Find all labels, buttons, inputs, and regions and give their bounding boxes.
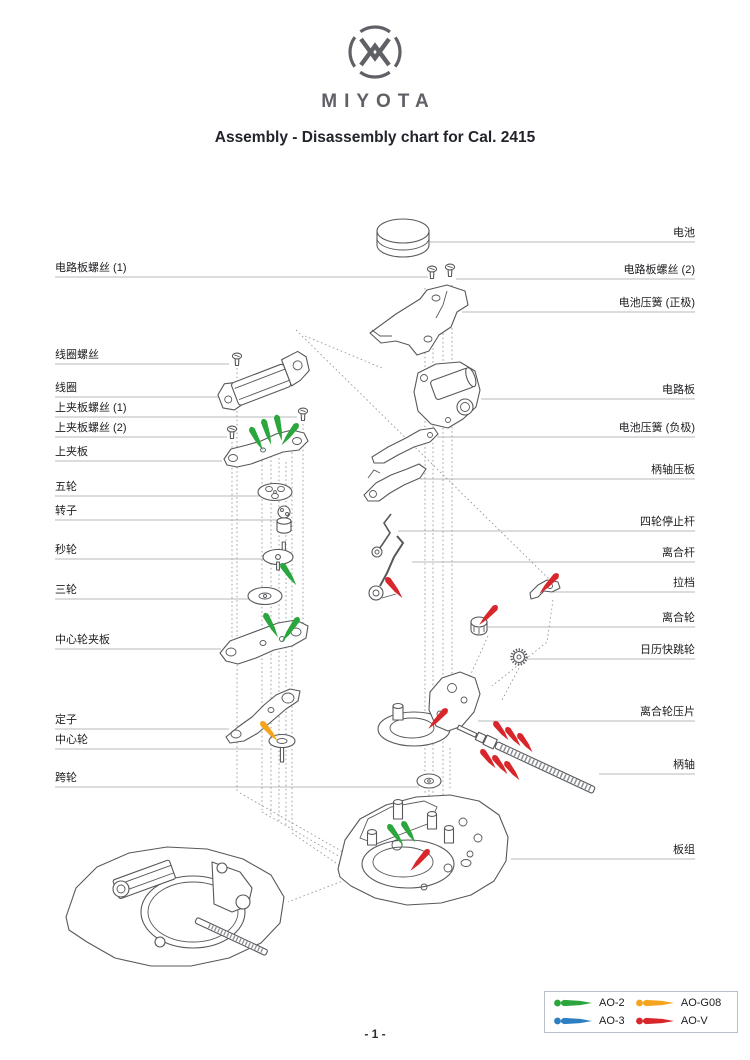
legend-item: AO-3	[553, 1015, 635, 1027]
circuit-board-screw-1	[426, 265, 438, 280]
upper-plate-screw-1	[297, 407, 309, 422]
part-label: 五轮	[55, 481, 77, 493]
part-label: 线圈	[55, 382, 77, 394]
oil-arrow-ao-v	[385, 577, 403, 599]
coil-screw	[231, 352, 243, 367]
part-label: 跨轮	[55, 772, 77, 784]
oil-arrow-ao-2	[261, 418, 272, 445]
legend-item: AO-V	[635, 1015, 729, 1027]
part-label: 电池压簧 (正极)	[618, 297, 695, 309]
oil-arrows	[249, 414, 559, 872]
part-label: 离合轮	[662, 612, 695, 624]
circuit-board-screw-2	[444, 263, 456, 278]
legend-item: AO-G08	[635, 997, 729, 1009]
part-stem	[456, 724, 596, 794]
part-label: 定子	[55, 714, 77, 726]
legend-label: AO-3	[599, 1015, 625, 1027]
part-clutch-press-assembly	[377, 671, 481, 747]
oil-arrow-ao-2	[281, 423, 299, 446]
part-battery-spring-positive	[369, 284, 469, 356]
part-label: 上夹板	[55, 446, 88, 458]
part-label: 电路板螺丝 (1)	[55, 262, 127, 274]
part-clutch-lever	[368, 535, 405, 601]
part-calendar-jumper-wheel	[510, 648, 528, 666]
part-label: 电池	[673, 227, 695, 239]
part-label: 离合轮压片	[640, 706, 695, 718]
part-rotor	[276, 505, 292, 534]
oil-arrow-ao-2	[280, 563, 297, 586]
part-label: 上夹板螺丝 (1)	[55, 402, 127, 414]
part-main-plate	[337, 794, 509, 906]
part-stem-pressure-plate	[363, 463, 427, 502]
oil-arrow-ao-v	[492, 755, 508, 775]
oil-arrow-ao-v	[539, 573, 559, 594]
part-label: 柄轴	[673, 759, 695, 771]
part-fifth-wheel	[257, 482, 293, 502]
part-minute-wheel	[416, 773, 442, 789]
brand-name: MIYOTA	[321, 91, 436, 112]
legend-item: AO-2	[553, 997, 635, 1009]
part-label: 日历快跳轮	[640, 644, 695, 656]
part-label: 柄轴压板	[651, 464, 695, 476]
part-label: 上夹板螺丝 (2)	[55, 422, 127, 434]
part-battery-spring-negative	[371, 427, 439, 464]
oil-arrow-ao-g08	[260, 721, 278, 742]
oil-arrow-ao-2	[273, 414, 282, 441]
part-coil	[217, 350, 310, 411]
oil-marker-icon	[635, 999, 674, 1007]
oil-arrow-ao-2	[401, 820, 416, 843]
page-title: Assembly - Disassembly chart for Cal. 24…	[214, 129, 536, 146]
oil-arrow-ao-v	[505, 727, 521, 747]
oil-arrow-ao-v	[493, 721, 509, 741]
oil-arrow-ao-v	[504, 761, 520, 781]
part-label: 四轮停止杆	[640, 516, 695, 528]
part-label: 电路板螺丝 (2)	[623, 264, 696, 276]
part-label: 电路板	[662, 384, 695, 396]
part-assembled-movement	[65, 846, 285, 967]
oil-arrow-ao-v	[428, 708, 448, 729]
oil-marker-icon	[554, 1017, 592, 1025]
part-stator	[225, 688, 301, 744]
oil-marker-icon	[554, 999, 592, 1007]
part-fourth-wheel-stop-lever	[371, 513, 392, 558]
oil-arrow-ao-v	[517, 733, 533, 753]
oil-marker-icon	[635, 1017, 674, 1025]
part-battery	[376, 218, 430, 258]
oil-arrow-ao-2	[387, 824, 404, 846]
oil-arrow-ao-2	[281, 617, 300, 643]
legend-label: AO-2	[599, 997, 625, 1009]
part-label: 中心轮夹板	[55, 634, 110, 646]
part-label: 离合杆	[662, 547, 695, 559]
part-label: 线圈螺丝	[55, 349, 99, 361]
miyota-logo-icon	[348, 25, 402, 79]
part-label: 秒轮	[55, 544, 77, 556]
legend-label: AO-G08	[680, 997, 722, 1009]
part-second-wheel	[262, 541, 294, 571]
part-label: 拉档	[673, 577, 695, 589]
oil-arrow-ao-v	[410, 849, 430, 872]
part-label: 板组	[673, 844, 695, 856]
oil-arrow-ao-2	[263, 612, 278, 638]
part-label: 电池压簧 (负极)	[618, 422, 695, 434]
brand-header: MIYOTA	[0, 20, 750, 113]
oil-arrow-ao-v	[479, 605, 498, 625]
part-third-wheel	[247, 586, 283, 606]
part-label: 三轮	[55, 584, 77, 596]
oil-arrow-ao-v	[480, 749, 496, 769]
part-center-wheel	[268, 733, 296, 763]
leader-lines	[55, 241, 695, 860]
part-circuit-board	[413, 361, 481, 429]
part-label: 转子	[55, 505, 77, 517]
page-number: - 1 -	[364, 1027, 386, 1041]
legend-label: AO-V	[680, 1015, 708, 1027]
oil-arrow-ao-2	[249, 426, 263, 451]
parts	[65, 218, 596, 967]
part-label: 中心轮	[55, 734, 88, 746]
upper-plate-screw-2	[226, 425, 238, 440]
part-upper-plate	[223, 429, 309, 468]
